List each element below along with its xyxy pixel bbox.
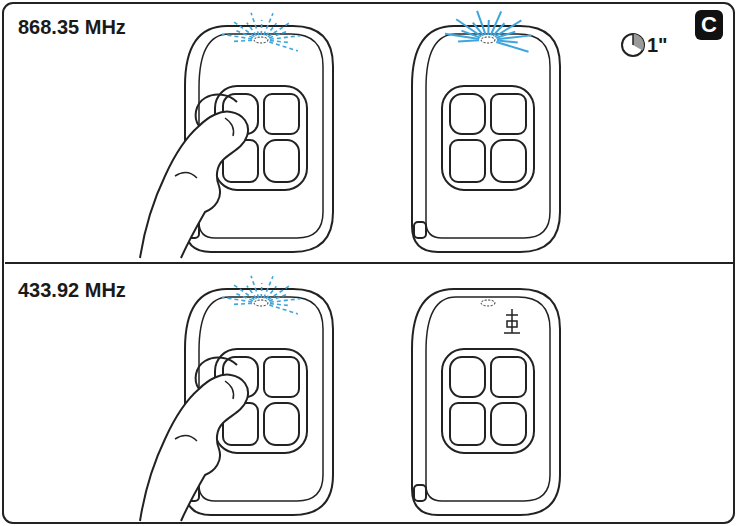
panel-border (3, 3, 734, 523)
panel-letter: C (701, 14, 717, 36)
light-ray (477, 11, 486, 35)
light-ray (497, 35, 532, 39)
clock-icon (622, 34, 644, 56)
light-ray (260, 20, 262, 35)
light-ray (487, 20, 490, 35)
light-ray (270, 36, 301, 40)
light-ray (458, 40, 479, 41)
light-ray (269, 305, 298, 314)
light-ray (496, 42, 528, 52)
light-ray (247, 286, 257, 299)
light-ray (247, 23, 257, 36)
light-ray (222, 297, 252, 302)
light-ray (222, 34, 252, 39)
light-ray (236, 31, 253, 38)
light-ray (233, 40, 252, 41)
remote-pressed (140, 276, 333, 521)
antenna-icon (504, 309, 520, 333)
light-ray (270, 299, 301, 303)
frequency-label: 868.35 MHz (18, 16, 126, 38)
light-ray (251, 276, 259, 298)
frequency-label: 433.92 MHz (18, 279, 126, 301)
light-ray (266, 23, 276, 36)
light-ray (270, 304, 289, 306)
light-ray (266, 286, 276, 299)
light-ray (264, 276, 273, 298)
divider (5, 262, 734, 264)
light-ray (269, 42, 298, 51)
light-ray (260, 283, 262, 298)
remote-led (412, 11, 560, 252)
remote-idle (412, 289, 560, 515)
light-ray (270, 41, 289, 43)
duration-label: 1" (647, 34, 668, 56)
light-ray (251, 13, 259, 35)
remote-pressed (140, 13, 333, 258)
light-ray (236, 294, 253, 301)
panel-letter-box: C (695, 10, 723, 40)
light-ray (264, 13, 273, 35)
light-ray (233, 303, 252, 304)
